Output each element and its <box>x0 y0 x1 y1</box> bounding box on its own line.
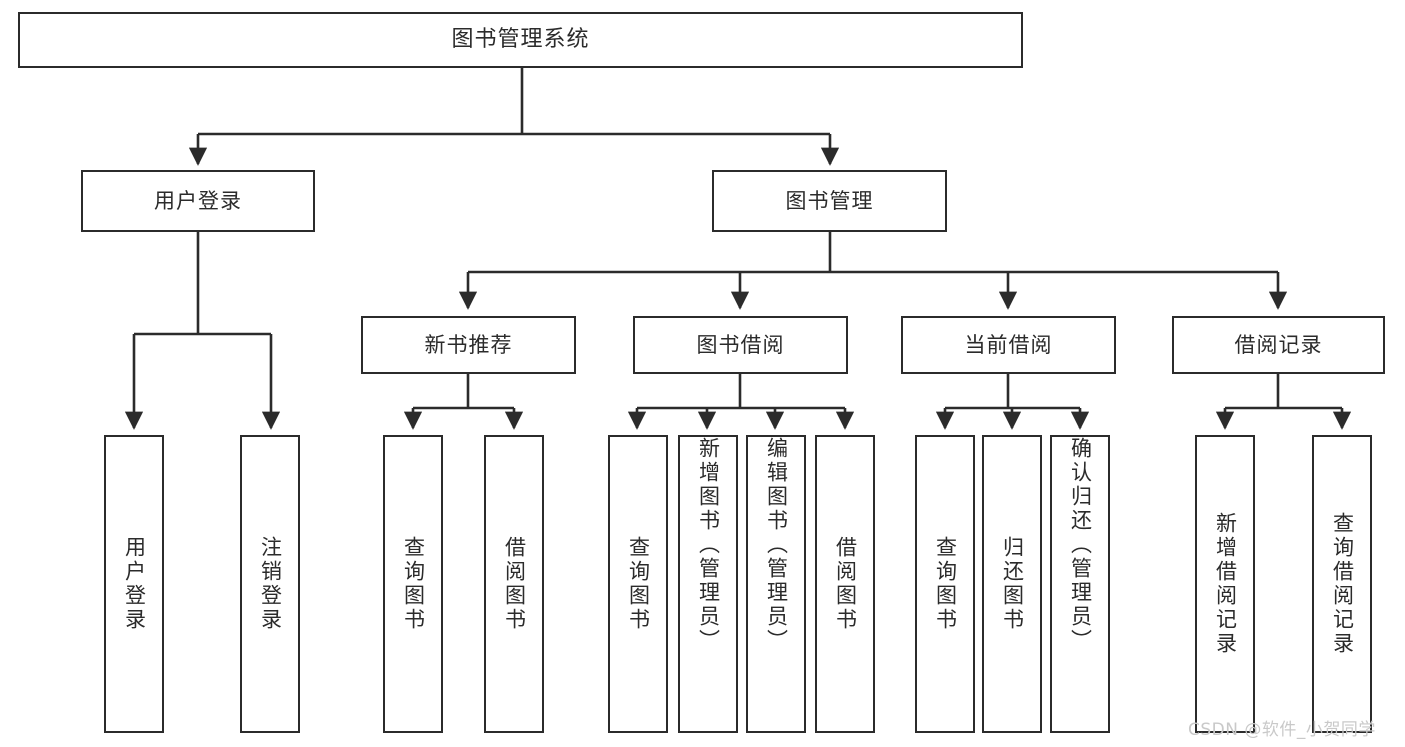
node-label: 新增图书（管理员） <box>696 437 721 653</box>
leaf-new-book-query-book[interactable]: 查询图书 <box>383 435 443 733</box>
node-borrow-record[interactable]: 借阅记录 <box>1172 316 1385 374</box>
node-current-borrow[interactable]: 当前借阅 <box>901 316 1116 374</box>
node-label: 查询图书 <box>401 536 426 632</box>
node-root-book-management-system[interactable]: 图书管理系统 <box>18 12 1023 68</box>
node-label: 新增借阅记录 <box>1213 512 1238 656</box>
leaf-user-login-login[interactable]: 用户登录 <box>104 435 164 733</box>
leaf-current-borrow-confirm-return-admin[interactable]: 确认归还（管理员） <box>1050 435 1110 733</box>
node-label: 图书管理 <box>785 188 874 213</box>
node-label: 借阅图书 <box>502 536 527 632</box>
leaf-borrow-record-add-record[interactable]: 新增借阅记录 <box>1195 435 1255 733</box>
node-label: 查询图书 <box>933 536 958 632</box>
node-label: 当前借阅 <box>964 332 1053 357</box>
node-label: 注销登录 <box>258 536 283 632</box>
leaf-user-login-logout[interactable]: 注销登录 <box>240 435 300 733</box>
leaf-book-borrow-edit-book-admin[interactable]: 编辑图书（管理员） <box>746 435 806 733</box>
node-book-management[interactable]: 图书管理 <box>712 170 947 232</box>
leaf-book-borrow-query-book[interactable]: 查询图书 <box>608 435 668 733</box>
leaf-borrow-record-query-record[interactable]: 查询借阅记录 <box>1312 435 1372 733</box>
leaf-current-borrow-query-book[interactable]: 查询图书 <box>915 435 975 733</box>
leaf-book-borrow-borrow-book[interactable]: 借阅图书 <box>815 435 875 733</box>
node-label: 图书管理系统 <box>451 27 590 53</box>
leaf-current-borrow-return-book[interactable]: 归还图书 <box>982 435 1042 733</box>
node-label: 查询图书 <box>626 536 651 632</box>
node-user-login[interactable]: 用户登录 <box>81 170 315 232</box>
node-book-borrow[interactable]: 图书借阅 <box>633 316 848 374</box>
node-label: 用户登录 <box>122 536 147 632</box>
node-label: 借阅图书 <box>833 536 858 632</box>
node-label: 确认归还（管理员） <box>1068 437 1093 653</box>
node-label: 归还图书 <box>1000 536 1025 632</box>
node-label: 查询借阅记录 <box>1330 512 1355 656</box>
watermark-text: CSDN @软件_小贺同学 <box>1188 720 1376 740</box>
node-label: 借阅记录 <box>1234 332 1323 357</box>
node-label: 新书推荐 <box>424 332 513 357</box>
node-label: 编辑图书（管理员） <box>764 437 789 653</box>
leaf-new-book-borrow-book[interactable]: 借阅图书 <box>484 435 544 733</box>
leaf-book-borrow-add-book-admin[interactable]: 新增图书（管理员） <box>678 435 738 733</box>
node-new-book-recommend[interactable]: 新书推荐 <box>361 316 576 374</box>
node-label: 用户登录 <box>154 188 242 213</box>
node-label: 图书借阅 <box>696 332 785 357</box>
